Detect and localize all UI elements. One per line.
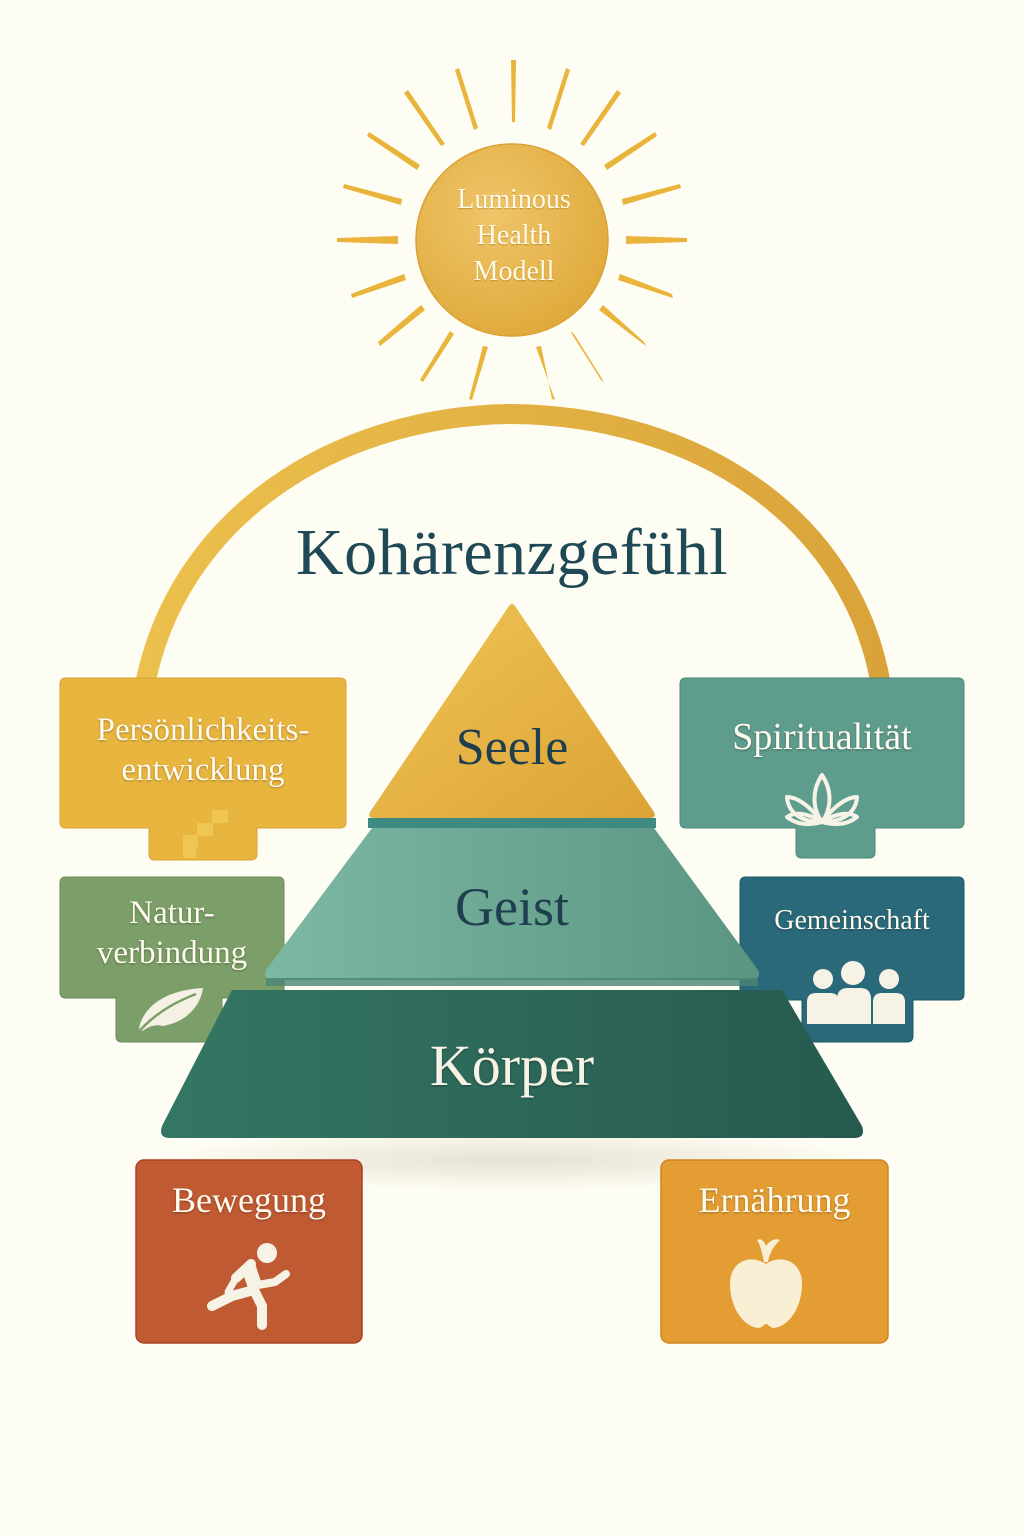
box-bewegung-shape [135, 1159, 363, 1344]
apple-icon [730, 1239, 802, 1328]
lotus-icon [785, 773, 859, 827]
tier-seele-shape [369, 604, 655, 818]
box-spiritualitaet-line-1: Spiritualität [732, 716, 912, 758]
box-ernaehrung-line-1: Ernährung [698, 1180, 851, 1220]
tier-geist-shape [264, 828, 760, 980]
box-persoenlichkeit-shape [59, 677, 347, 861]
sun-label-line-3: Modell [473, 256, 555, 287]
box-bewegung-line-1: Bewegung [172, 1180, 326, 1220]
box-bewegung-label: Bewegung [136, 1178, 362, 1222]
box-natur-line-2: verbindung [96, 935, 248, 971]
box-spiritualitaet-label: Spiritualität [680, 714, 964, 760]
box-gemeinschaft-line-1: Gemeinschaft [774, 905, 930, 936]
box-ernaehrung-shape [660, 1159, 889, 1344]
box-persoenlichkeit-label: Persönlichkeits- entwicklung [60, 710, 346, 790]
box-spiritualitaet-shape [679, 677, 965, 859]
sun-rays [337, 60, 687, 400]
tier-seele-label: Seele [455, 719, 569, 776]
tier-geist-label: Geist [455, 877, 569, 937]
box-persoenlichkeit-line-1: Persönlichkeits- [96, 712, 310, 748]
leaf-icon [136, 988, 203, 1035]
tier-koerper-shape [161, 990, 863, 1138]
box-persoenlichkeit-line-2: entwicklung [121, 752, 285, 788]
sun-label-line-2: Health [476, 220, 552, 251]
sun-label-line-1: Luminous [457, 184, 571, 215]
box-natur-label: Natur- verbindung [60, 893, 284, 973]
tier-koerper-label: Körper [429, 1033, 595, 1098]
runner-icon [207, 1243, 290, 1330]
box-natur-line-1: Natur- [129, 895, 215, 931]
coherence-arc [136, 403, 890, 683]
stairs-icon [183, 810, 228, 858]
sun-disc [415, 143, 609, 337]
box-ernaehrung-label: Ernährung [661, 1178, 888, 1222]
sun-label: Luminous Health Modell [416, 182, 612, 290]
diagram-title: Kohärenzgefühl [295, 516, 729, 589]
people-icon [807, 961, 905, 1024]
box-gemeinschaft-label: Gemeinschaft [740, 903, 964, 939]
